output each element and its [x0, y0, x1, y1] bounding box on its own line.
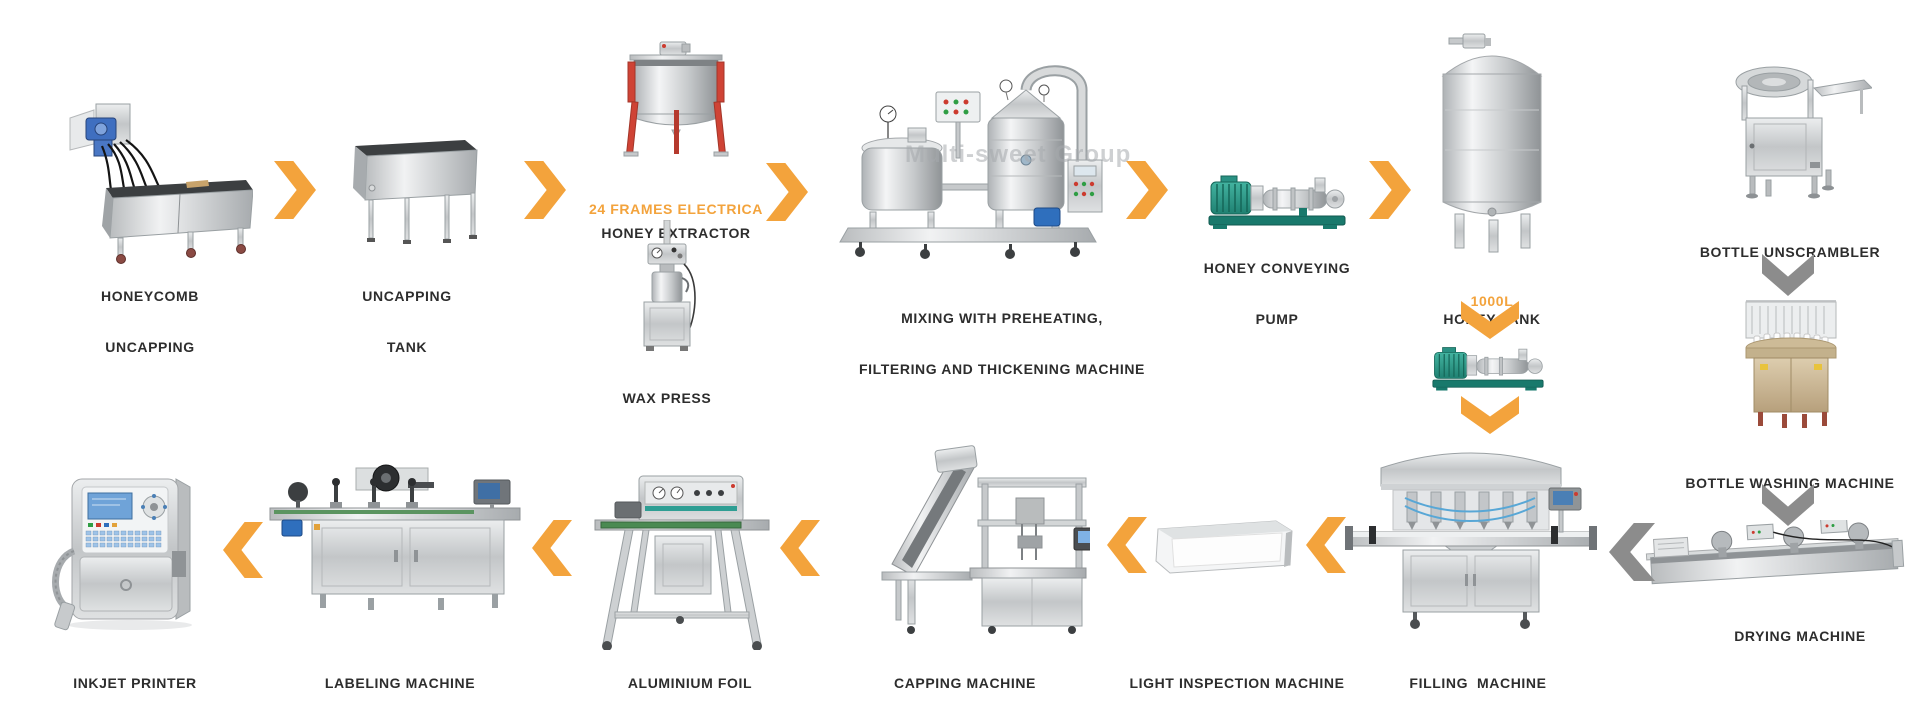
labeling-machine-image	[268, 458, 523, 630]
bottle-washing-machine-image	[1738, 300, 1844, 430]
label-bottle-unscrambler: BOTTLE UNSCRAMBLER	[1699, 244, 1881, 260]
flow-arrow-right-5	[1369, 161, 1411, 219]
photo-watermark: Multi-sweet Group	[905, 141, 1132, 168]
inkjet-printer-image	[50, 455, 200, 633]
label-light-inspection-machine: LIGHT INSPECTION MACHINE	[1129, 675, 1345, 691]
flow-arrow-left-5	[532, 520, 572, 576]
label-honey-tank-capacity: 1000L	[1470, 293, 1514, 309]
uncapping-tank-image	[345, 136, 480, 254]
label-aluminium-foil-sealing-machine: ALUMINIUM FOIL SEALING MACHINE	[627, 675, 753, 691]
label-inkjet-printer: INKJET PRINTER	[73, 675, 197, 691]
label-honey-extractor-highlight: 24 FRAMES ELECTRICA	[589, 201, 763, 217]
label-wax-press: WAX PRESS	[622, 390, 712, 406]
label-honeycomb-uncapping: HONEYCOMB UNCAPPING	[101, 288, 199, 355]
label-honey-conveying-pump: HONEY CONVEYING PUMP	[1203, 260, 1351, 327]
flow-arrow-right-4	[1126, 161, 1168, 219]
label-filling-machine: FILLING MACHINE	[1409, 675, 1547, 691]
label-capping-machine: CAPPING MACHINE	[893, 675, 1037, 691]
flow-arrow-right-1	[274, 161, 316, 219]
flow-arrow-left-2	[1306, 517, 1346, 573]
aluminium-foil-sealing-machine-image	[585, 462, 780, 650]
label-bottle-washing-machine: BOTTLE WASHING MACHINE	[1685, 475, 1895, 491]
bottle-unscrambler-image	[1722, 58, 1872, 202]
honey-extractor-image	[622, 40, 730, 164]
wax-press-image	[630, 220, 704, 354]
flow-arrow-right-3	[766, 163, 808, 221]
flow-arrow-left-4	[780, 520, 820, 576]
transfer-pump-image	[1428, 342, 1548, 392]
label-mixing-machine: MIXING WITH PREHEATING, FILTERING AND TH…	[859, 310, 1145, 377]
flow-arrow-right-2	[524, 161, 566, 219]
drying-machine-image	[1645, 520, 1910, 596]
filling-machine-image	[1345, 438, 1597, 634]
label-uncapping-tank: UNCAPPING TANK	[362, 288, 452, 355]
flow-arrow-left-6	[223, 522, 263, 578]
honeycomb-uncapping-image	[68, 92, 253, 264]
flow-arrow-down-2	[1461, 396, 1519, 434]
label-honey-extractor: HONEY EXTRACTOR	[601, 225, 751, 241]
light-inspection-machine-image	[1152, 517, 1298, 577]
flow-arrow-left-3	[1107, 517, 1147, 573]
honey-conveying-pump-image	[1203, 170, 1351, 230]
capping-machine-image	[878, 440, 1090, 636]
label-drying-machine: DRYING MACHINE	[1734, 628, 1866, 644]
label-labeling-machine: LABELING MACHINE	[324, 675, 476, 691]
honey-tank-image	[1433, 30, 1551, 258]
mixing-machine-image	[830, 56, 1108, 270]
